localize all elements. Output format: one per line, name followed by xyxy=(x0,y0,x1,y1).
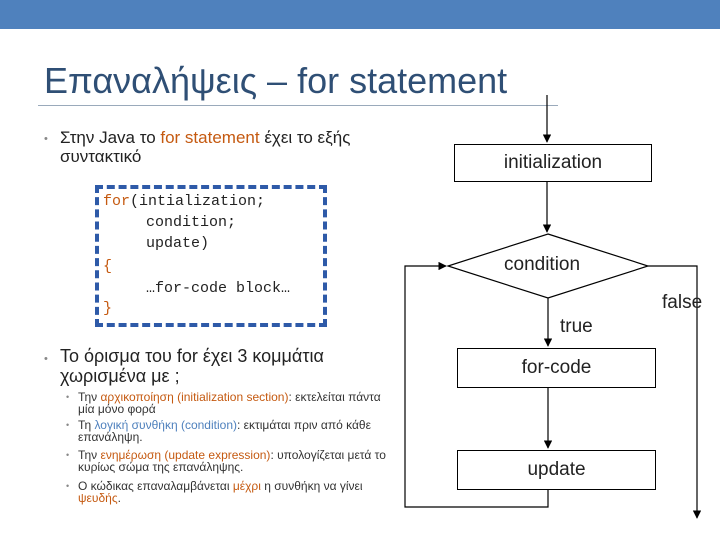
sub-bullet-text: Την ενημέρωση (update expression): υπολο… xyxy=(78,449,396,473)
sub-bullet-text: Ο κώδικας επαναλαμβάνεται μέχρι η συνθήκ… xyxy=(78,480,396,504)
bullet-text: Το όρισμα του for έχει 3 κομμάτια χωρισμ… xyxy=(60,346,324,386)
sub-bullet-dot-icon: • xyxy=(66,420,70,430)
sub-bullet-repeat: • Ο κώδικας επαναλαμβάνεται μέχρι η συνθ… xyxy=(66,480,396,504)
false-label: false xyxy=(662,292,703,313)
slide-title: Επαναλήψεις – for statement xyxy=(44,60,508,101)
bullet-dot-icon: • xyxy=(44,353,48,365)
sub0-post: : εκτελείται πάντα μία μόνο φορά xyxy=(78,390,381,416)
sub-bullet-text: Την αρχικοποίηση (initialization section… xyxy=(78,391,396,415)
sub3-pre: Ο κώδικας επαναλαμβάνεται xyxy=(78,479,233,493)
code-line-5: …for-code block… xyxy=(146,280,291,297)
sub-bullet-update: • Την ενημέρωση (update expression): υπο… xyxy=(66,449,396,473)
bullet1-pre: Στην Java το xyxy=(60,128,161,147)
update-box: update xyxy=(457,450,656,490)
for-code-box: for-code xyxy=(457,348,656,388)
sub-bullet-text: Τη λογική συνθήκη (condition): εκτιμάται… xyxy=(78,419,396,443)
code-keyword-for: for xyxy=(103,193,131,210)
sub1-highlight: λογική συνθήκη (condition) xyxy=(94,418,237,432)
code-line-3: update) xyxy=(146,235,210,252)
bullet1-highlight: for statement xyxy=(160,128,260,147)
true-label: true xyxy=(560,316,593,337)
bullet-text: Στην Java το for statement έχει το εξής … xyxy=(60,128,424,166)
code-line-4: { xyxy=(103,258,113,275)
sub-bullet-dot-icon: • xyxy=(66,450,70,460)
sub3-post: η συνθήκη να γίνει xyxy=(260,479,363,493)
false-exit-arrow xyxy=(648,265,702,519)
sub3-highlight: μέχρι xyxy=(232,479,261,493)
initialization-box: initialization xyxy=(454,144,652,182)
sub3-post2: . xyxy=(117,491,121,505)
sub0-pre: Την xyxy=(78,390,101,404)
bullet1-post: έχει το εξής συντακτικό xyxy=(60,128,351,166)
bullet-dot-icon: • xyxy=(44,133,48,145)
sub2-highlight: ενημέρωση (update expression) xyxy=(100,448,271,462)
code-line-1: for(intialization; xyxy=(103,193,265,211)
title-divider xyxy=(38,105,558,106)
code-line-2: condition; xyxy=(146,214,237,231)
loop-back-arrow xyxy=(404,261,549,508)
sub-bullet-dot-icon: • xyxy=(66,481,70,491)
sub1-post: : εκτιμάται πριν από κάθε επανάληψη. xyxy=(78,418,371,444)
bullet-java-for: • Στην Java το for statement έχει το εξή… xyxy=(44,128,424,166)
sub1-pre: Τη xyxy=(78,418,95,432)
code-block-frame xyxy=(95,185,327,327)
sub3-highlight2: ψευδής xyxy=(78,491,118,505)
sub-bullet-condition: • Τη λογική συνθήκη (condition): εκτιμάτ… xyxy=(66,419,396,443)
code-line-6: } xyxy=(103,300,113,317)
condition-label: condition xyxy=(504,254,581,275)
sub2-post: : υπολογίζεται μετά το κυρίως σώμα της ε… xyxy=(78,448,386,474)
sub0-highlight: αρχικοποίηση (initialization section) xyxy=(100,390,289,404)
sub-bullet-dot-icon: • xyxy=(66,392,70,402)
sub-bullet-initialization: • Την αρχικοποίηση (initialization secti… xyxy=(66,391,396,415)
top-accent-bar xyxy=(0,0,720,29)
sub2-pre: Την xyxy=(78,448,101,462)
code-text: (intialization; xyxy=(130,193,266,210)
bullet-for-args: • Το όρισμα του for έχει 3 κομμάτια χωρι… xyxy=(44,346,404,386)
